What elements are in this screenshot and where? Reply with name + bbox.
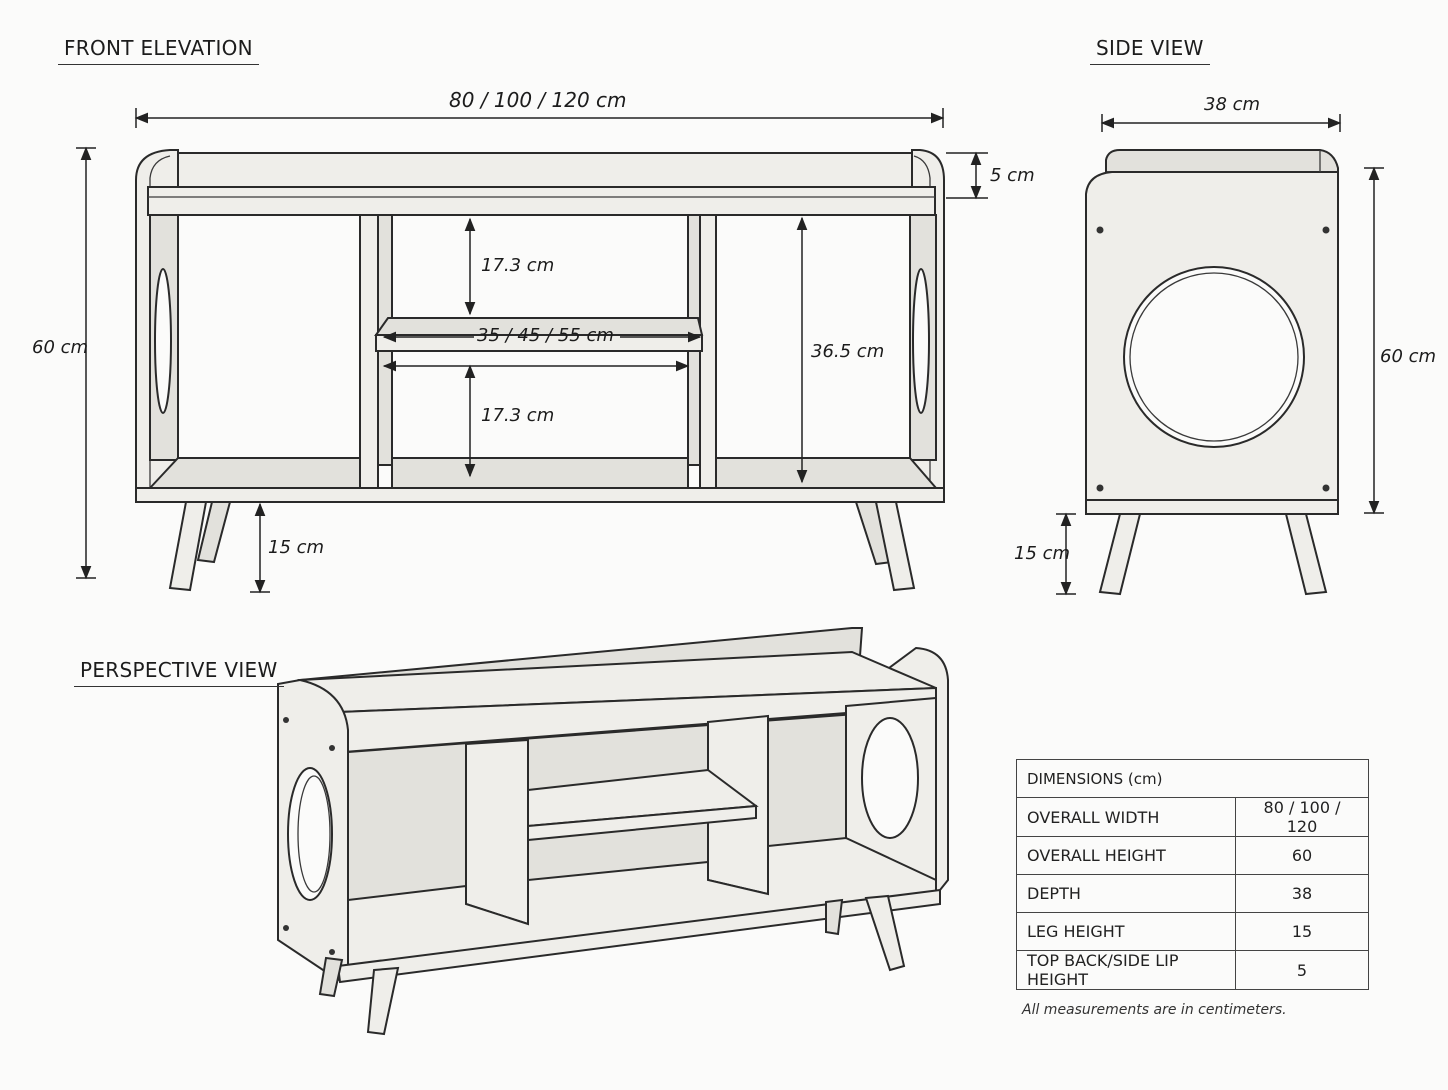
row-value: 60	[1235, 836, 1369, 875]
row-label: LEG HEIGHT	[1016, 912, 1236, 951]
measurement-note: All measurements are in centimeters.	[1022, 1002, 1287, 1018]
overall-height-label: 60 cm	[32, 337, 89, 358]
side-height-label: 60 cm	[1380, 346, 1437, 367]
lower-gap-label: 17.3 cm	[481, 405, 555, 426]
row-value: 5	[1235, 950, 1369, 990]
table-row: OVERALL WIDTH 80 / 100 / 120	[1016, 797, 1369, 837]
table-title: DIMENSIONS (cm)	[1016, 759, 1369, 798]
table-row: TOP BACK/SIDE LIP HEIGHT 5	[1016, 950, 1369, 990]
front-elevation-title: FRONT ELEVATION	[58, 36, 259, 65]
overall-width-label: 80 / 100 / 120 cm	[449, 88, 627, 112]
perspective-view-drawing	[277, 627, 949, 1036]
shelf-width-label: 35 / 45 / 55 cm	[477, 325, 614, 346]
table-header-row: DIMENSIONS (cm)	[1016, 759, 1369, 798]
side-leg-height-label: 15 cm	[1014, 543, 1071, 564]
perspective-view-title: PERSPECTIVE VIEW	[74, 658, 284, 687]
depth-label: 38 cm	[1204, 94, 1261, 115]
table-row: OVERALL HEIGHT 60	[1016, 836, 1369, 875]
row-value: 80 / 100 / 120	[1235, 797, 1369, 837]
side-dimension-lines	[1056, 114, 1384, 596]
side-view-drawing	[1085, 149, 1339, 596]
row-value: 15	[1235, 912, 1369, 951]
front-leg-height-label: 15 cm	[268, 537, 325, 558]
lip-height-label: 5 cm	[990, 165, 1035, 186]
compartment-height-label: 36.5 cm	[811, 341, 885, 362]
row-value: 38	[1235, 874, 1369, 913]
table-row: DEPTH 38	[1016, 874, 1369, 913]
dimensions-table: DIMENSIONS (cm) OVERALL WIDTH 80 / 100 /…	[1016, 759, 1369, 990]
side-view-title: SIDE VIEW	[1090, 36, 1210, 65]
upper-gap-label: 17.3 cm	[481, 255, 555, 276]
row-label: DEPTH	[1016, 874, 1236, 913]
row-label: TOP BACK/SIDE LIP HEIGHT	[1016, 950, 1236, 990]
row-label: OVERALL HEIGHT	[1016, 836, 1236, 875]
front-dimension-lines	[76, 108, 988, 594]
table-row: LEG HEIGHT 15	[1016, 912, 1369, 951]
front-elevation-drawing	[135, 149, 945, 592]
row-label: OVERALL WIDTH	[1016, 797, 1236, 837]
